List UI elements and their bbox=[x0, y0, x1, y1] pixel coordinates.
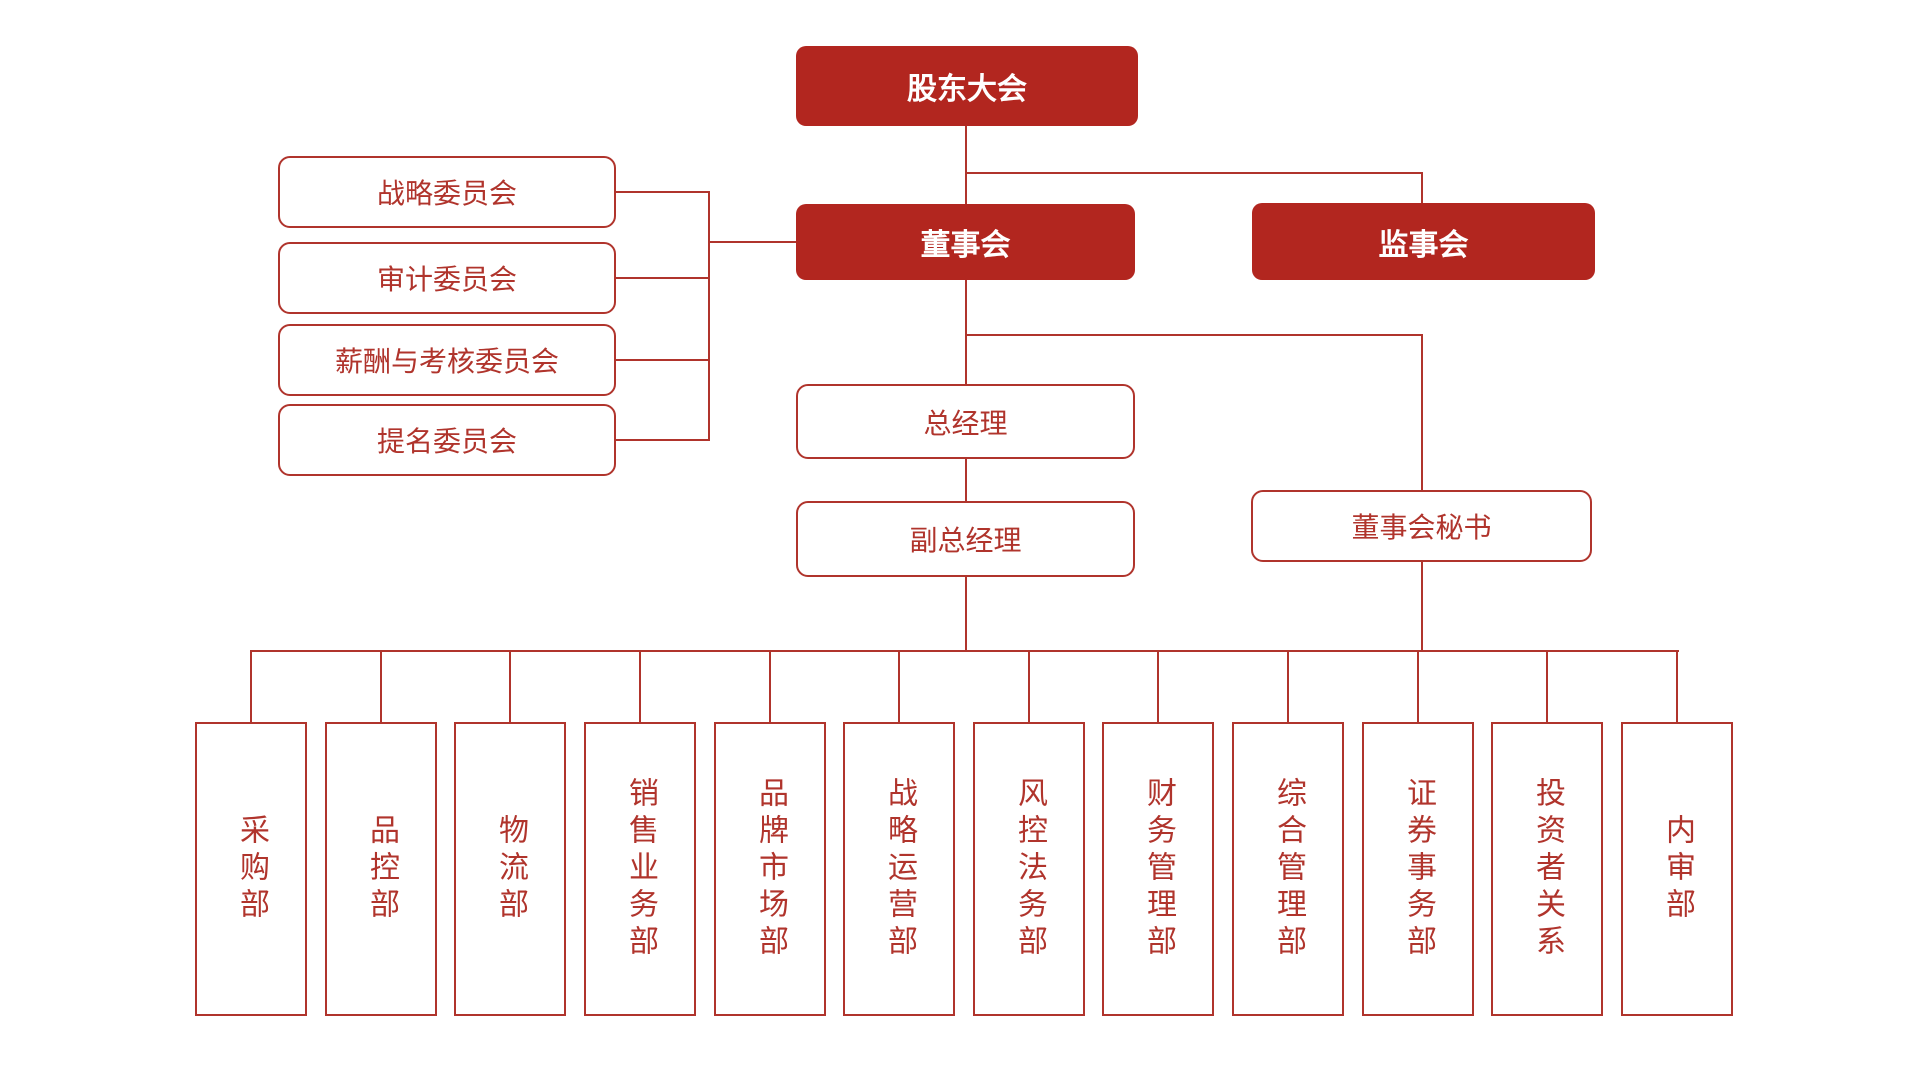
connector-board-secretary-v bbox=[1421, 334, 1423, 490]
connector-board-gm bbox=[965, 280, 967, 384]
department-general-management: 综合管理部 bbox=[1232, 722, 1344, 1016]
committee-remuneration-appraisal: 薪酬与考核委员会 bbox=[278, 324, 616, 396]
connector-drop-6 bbox=[898, 650, 900, 722]
committee-nomination: 提名委员会 bbox=[278, 404, 616, 476]
connector-drop-2 bbox=[380, 650, 382, 722]
connector-committee-1 bbox=[616, 191, 710, 193]
department-investor-relations: 投资者关系 bbox=[1491, 722, 1603, 1016]
node-supervisory-board: 监事会 bbox=[1252, 203, 1595, 280]
connector-committee-trunk bbox=[708, 191, 710, 441]
node-deputy-general-manager: 副总经理 bbox=[796, 501, 1135, 577]
connector-drop-10 bbox=[1417, 650, 1419, 722]
connector-branch-supervisory-v bbox=[1421, 172, 1423, 203]
connector-drop-8 bbox=[1157, 650, 1159, 722]
connector-drop-3 bbox=[509, 650, 511, 722]
node-board-of-directors: 董事会 bbox=[796, 204, 1135, 280]
connector-secretary-bus bbox=[1421, 562, 1423, 652]
committee-audit: 审计委员会 bbox=[278, 242, 616, 314]
connector-board-secretary-h bbox=[965, 334, 1423, 336]
connector-department-bus bbox=[251, 650, 1679, 652]
department-sales-business: 销售业务部 bbox=[584, 722, 696, 1016]
connector-drop-5 bbox=[769, 650, 771, 722]
node-shareholders-meeting: 股东大会 bbox=[796, 46, 1138, 126]
department-brand-marketing: 品牌市场部 bbox=[714, 722, 826, 1016]
department-quality-control: 品控部 bbox=[325, 722, 437, 1016]
connector-deputy-bus bbox=[965, 577, 967, 652]
connector-drop-11 bbox=[1546, 650, 1548, 722]
connector-gm-deputy bbox=[965, 459, 967, 501]
committee-strategy: 战略委员会 bbox=[278, 156, 616, 228]
connector-committee-2 bbox=[616, 277, 710, 279]
department-risk-legal: 风控法务部 bbox=[973, 722, 1085, 1016]
department-securities-affairs: 证券事务部 bbox=[1362, 722, 1474, 1016]
node-board-secretary: 董事会秘书 bbox=[1251, 490, 1592, 562]
department-procurement: 采购部 bbox=[195, 722, 307, 1016]
department-internal-audit: 内审部 bbox=[1621, 722, 1733, 1016]
department-logistics: 物流部 bbox=[454, 722, 566, 1016]
connector-drop-7 bbox=[1028, 650, 1030, 722]
connector-drop-1 bbox=[250, 650, 252, 722]
connector-committee-4 bbox=[616, 439, 710, 441]
connector-drop-4 bbox=[639, 650, 641, 722]
node-general-manager: 总经理 bbox=[796, 384, 1135, 459]
department-finance-management: 财务管理部 bbox=[1102, 722, 1214, 1016]
connector-committee-3 bbox=[616, 359, 710, 361]
department-strategy-operations: 战略运营部 bbox=[843, 722, 955, 1016]
connector-trunk-board bbox=[708, 241, 796, 243]
connector-branch-supervisory-h bbox=[965, 172, 1423, 174]
connector-drop-12 bbox=[1676, 650, 1678, 722]
connector-drop-9 bbox=[1287, 650, 1289, 722]
connector-shareholders-board bbox=[965, 126, 967, 204]
